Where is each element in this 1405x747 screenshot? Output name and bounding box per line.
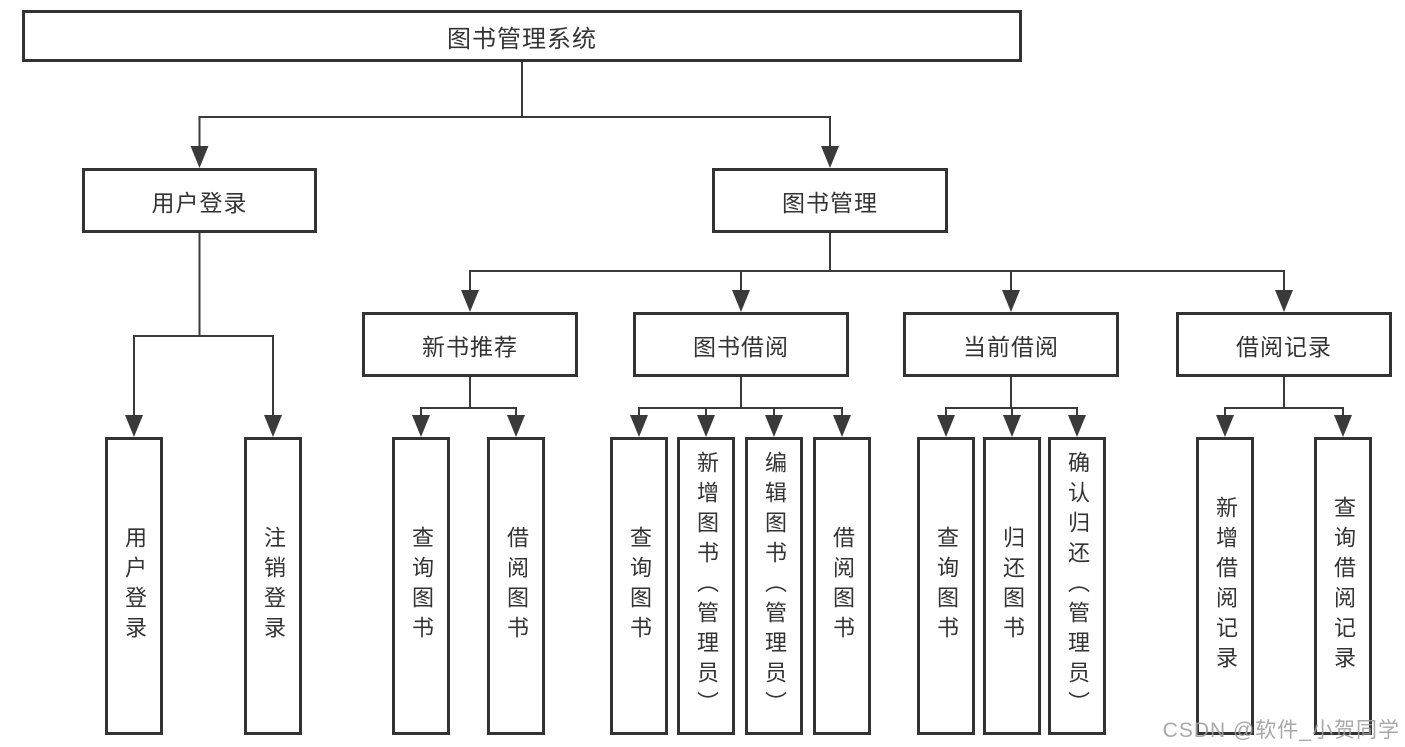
leaf-query-books-current-label: 查询图书 <box>934 526 959 646</box>
leaf-confirm-return-admin-label: 确认归还（管理员） <box>1065 451 1090 721</box>
leaf-return-book: 归还图书 <box>983 437 1041 735</box>
node-new-book-recommend-label: 新书推荐 <box>422 333 518 360</box>
leaf-logout-label: 注销登录 <box>261 526 286 646</box>
node-user-login-label: 用户登录 <box>151 189 248 216</box>
leaf-add-book-admin-label: 新增图书（管理员） <box>694 451 719 721</box>
leaf-query-books-borrow-label: 查询图书 <box>627 526 652 646</box>
leaf-add-borrow-record-label: 新增借阅记录 <box>1213 496 1238 676</box>
node-book-management: 图书管理 <box>712 168 948 233</box>
leaf-query-borrow-record: 查询借阅记录 <box>1314 437 1372 735</box>
node-current-borrowing-label: 当前借阅 <box>963 333 1059 360</box>
leaf-user-login: 用户登录 <box>105 437 163 735</box>
node-borrow-records-label: 借阅记录 <box>1236 333 1332 360</box>
leaf-edit-book-admin-label: 编辑图书（管理员） <box>762 451 787 721</box>
node-new-book-recommend: 新书推荐 <box>362 312 578 377</box>
leaf-add-borrow-record: 新增借阅记录 <box>1196 437 1254 735</box>
leaf-borrow-books-recommend: 借阅图书 <box>487 437 545 735</box>
node-book-borrowing: 图书借阅 <box>633 312 849 377</box>
leaf-logout: 注销登录 <box>244 437 302 735</box>
leaf-borrow-book-label: 借阅图书 <box>830 526 855 646</box>
arrowheads <box>125 146 1352 437</box>
node-root-label: 图书管理系统 <box>447 25 597 53</box>
node-user-login: 用户登录 <box>82 168 317 233</box>
node-root-system: 图书管理系统 <box>22 10 1022 62</box>
leaf-edit-book-admin: 编辑图书（管理员） <box>745 437 803 735</box>
leaf-return-book-label: 归还图书 <box>1000 526 1025 646</box>
leaf-query-books-recommend-label: 查询图书 <box>409 526 434 646</box>
leaf-query-books-recommend: 查询图书 <box>392 437 450 735</box>
node-borrow-records: 借阅记录 <box>1176 312 1392 377</box>
csdn-watermark: CSDN @软件_小贺同学 <box>1162 719 1400 742</box>
leaf-add-book-admin: 新增图书（管理员） <box>677 437 735 735</box>
leaf-confirm-return-admin: 确认归还（管理员） <box>1048 437 1106 735</box>
leaf-query-borrow-record-label: 查询借阅记录 <box>1331 496 1356 676</box>
leaf-borrow-book: 借阅图书 <box>813 437 871 735</box>
node-current-borrowing: 当前借阅 <box>903 312 1119 377</box>
node-book-borrowing-label: 图书借阅 <box>693 333 789 360</box>
leaf-borrow-books-recommend-label: 借阅图书 <box>504 526 529 646</box>
leaf-user-login-label: 用户登录 <box>122 526 147 646</box>
leaf-query-books-current: 查询图书 <box>917 437 975 735</box>
leaf-query-books-borrow: 查询图书 <box>610 437 668 735</box>
node-book-management-label: 图书管理 <box>782 189 878 216</box>
